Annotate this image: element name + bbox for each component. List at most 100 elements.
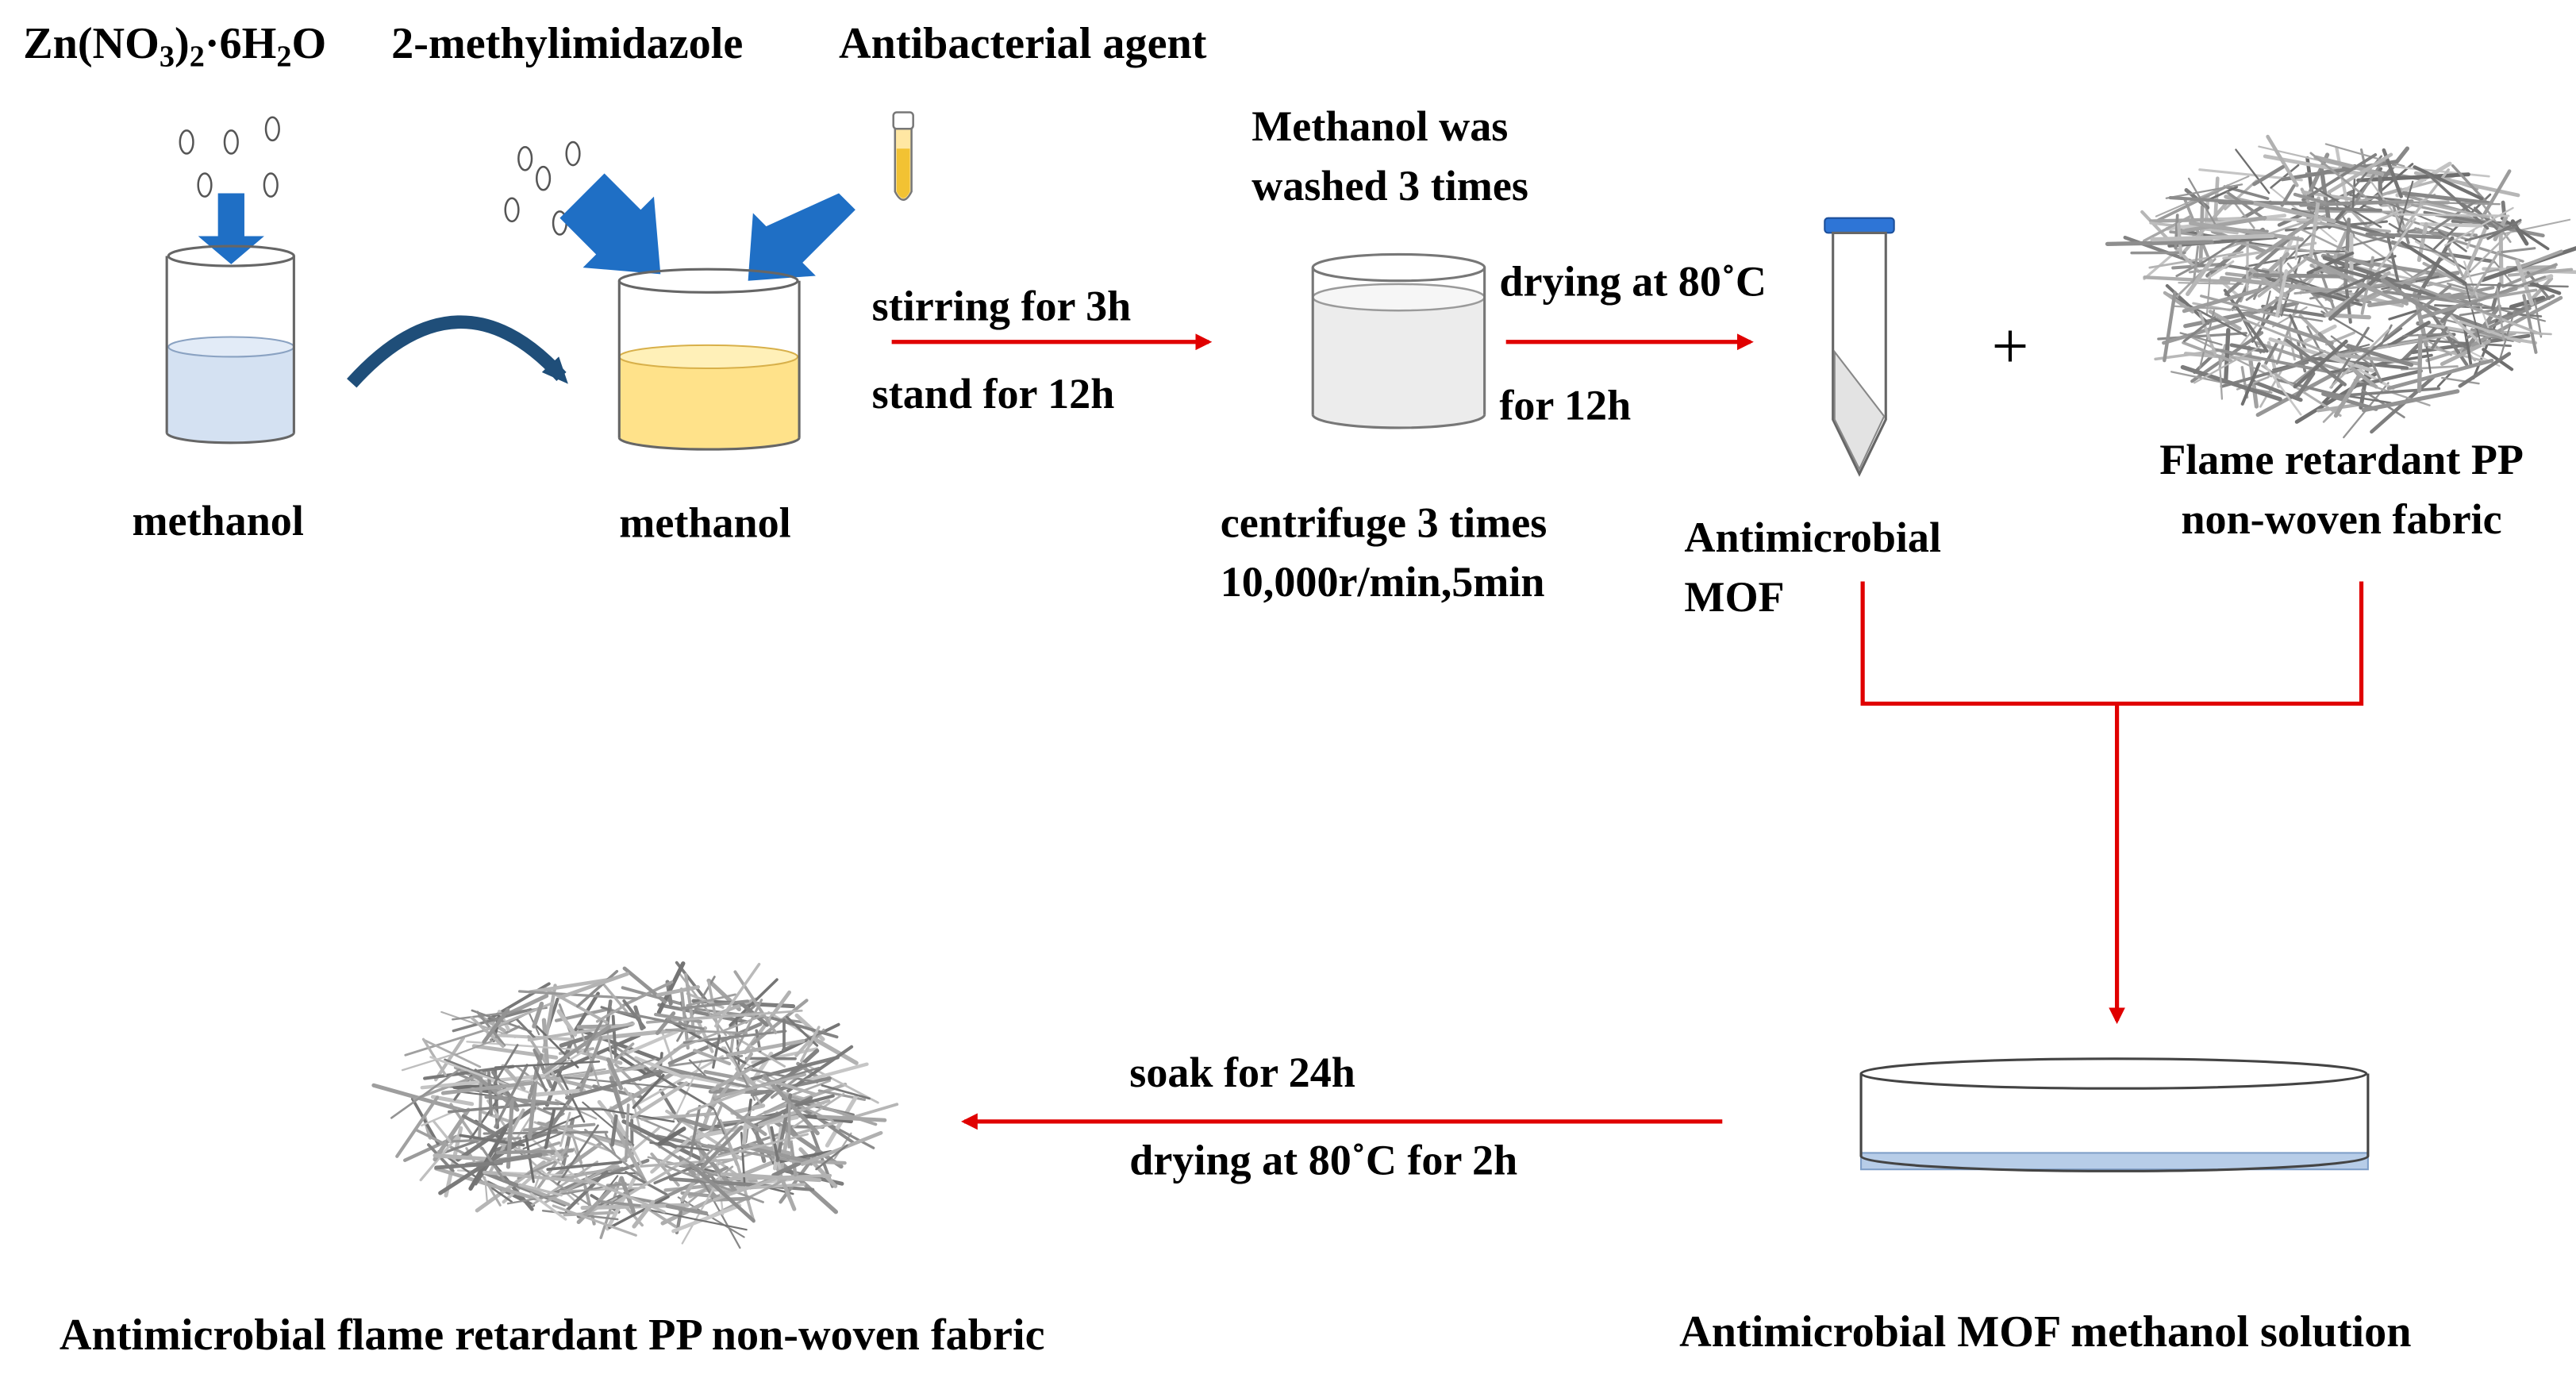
fiber (2413, 165, 2484, 201)
fiber (680, 1191, 724, 1199)
fiber (556, 1009, 578, 1037)
add-arrow-3 (748, 193, 855, 281)
fiber (619, 980, 674, 1008)
fiber (2165, 291, 2247, 337)
fiber (2451, 164, 2487, 203)
fiber (558, 972, 629, 999)
fiber (610, 1009, 705, 1030)
fiber (2378, 146, 2410, 185)
add-arrow-1 (198, 193, 264, 264)
fiber (2182, 341, 2233, 363)
fiber (2242, 318, 2336, 357)
fiber (2299, 228, 2351, 254)
methylimidazole-label: 2-methylimidazole (391, 17, 744, 68)
beaker2-label: methanol (619, 498, 791, 547)
fiber (527, 1035, 570, 1099)
beaker-methanol-1 (165, 244, 295, 445)
fiber (552, 1204, 637, 1237)
fiber (2182, 287, 2263, 314)
fiber (2168, 196, 2254, 205)
fiber (2510, 219, 2529, 246)
fiber (519, 1184, 563, 1197)
fiber (622, 999, 646, 1030)
plus-sign: + (1991, 309, 2029, 383)
fiber (423, 1039, 482, 1068)
fiber (619, 1176, 636, 1214)
stand-label: stand for 12h (871, 370, 1115, 418)
fiber (583, 1020, 603, 1053)
fiber (688, 1059, 707, 1077)
fiber (2240, 316, 2262, 354)
fabric-label-1: Flame retardant PP (2159, 436, 2524, 484)
fiber (2257, 258, 2308, 298)
fiber (714, 962, 761, 1028)
fiber (613, 1042, 635, 1061)
fiber (564, 1170, 609, 1213)
stir-label: stirring for 3h (871, 282, 1132, 331)
fiber (695, 1018, 714, 1053)
fiber (2309, 152, 2367, 198)
fiber (2186, 258, 2213, 297)
combine-connector (1860, 581, 2364, 706)
fiber (730, 1103, 766, 1115)
fiber (597, 1099, 629, 1139)
fiber (682, 1030, 787, 1044)
fiber (437, 1150, 513, 1203)
fiber (651, 1209, 748, 1231)
fiber (516, 1018, 536, 1039)
fiber (2493, 215, 2509, 241)
fiber (772, 1126, 783, 1171)
fiber (709, 1133, 809, 1160)
fiber (2420, 221, 2483, 228)
antibacterial-agent-tube (892, 111, 914, 201)
soak-dry-label: drying at 80˚C for 2h (1129, 1136, 1518, 1184)
fiber (2328, 273, 2382, 321)
fiber (535, 1088, 586, 1097)
fiber (2295, 371, 2316, 399)
fiber (548, 1141, 603, 1181)
fiber (2447, 247, 2465, 278)
fiber (494, 1060, 601, 1068)
fiber (751, 999, 809, 1046)
fiber (2224, 328, 2231, 383)
fiber (2193, 355, 2213, 375)
fiber (468, 1127, 508, 1191)
fiber (2501, 247, 2536, 254)
solution-label: Antimicrobial MOF methanol solution (1679, 1306, 2412, 1357)
fiber (771, 1149, 832, 1164)
fiber (2235, 148, 2270, 194)
fiber (2165, 183, 2243, 199)
fiber (679, 999, 750, 1010)
fiber (2270, 164, 2300, 189)
fiber (2459, 320, 2521, 344)
fiber (2322, 256, 2411, 288)
fiber (2162, 318, 2243, 345)
fiber (482, 1007, 510, 1045)
fiber (2217, 217, 2323, 221)
fiber (555, 1099, 598, 1120)
fiber (679, 1155, 713, 1176)
fiber (486, 1071, 494, 1116)
fiber (2330, 335, 2371, 365)
fiber (432, 1119, 452, 1143)
fiber (2386, 358, 2494, 391)
fiber (2275, 269, 2289, 318)
fiber (2183, 198, 2212, 264)
fiber (421, 1037, 447, 1076)
fiber (2351, 367, 2378, 389)
fiber (2474, 206, 2499, 232)
centrifuge-tube-mof (1824, 217, 1895, 477)
fiber (2470, 295, 2563, 347)
fiber (817, 1114, 887, 1122)
fiber (2150, 233, 2275, 242)
fiber (2424, 344, 2489, 364)
fiber (2200, 294, 2280, 318)
fiber (2205, 186, 2239, 202)
fiber (2464, 225, 2517, 242)
fiber (546, 1161, 623, 1172)
fiber (2470, 250, 2500, 297)
fiber (2226, 191, 2266, 221)
fiber (2429, 199, 2478, 233)
fiber (654, 1012, 703, 1024)
